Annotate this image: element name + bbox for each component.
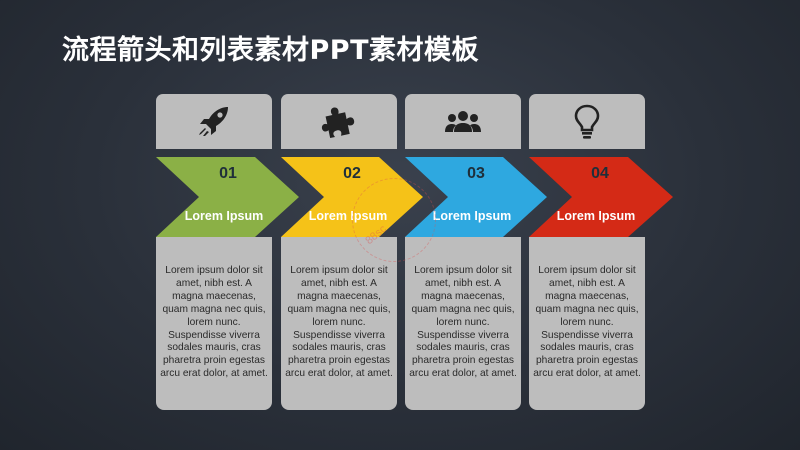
step-1-icon-box bbox=[156, 94, 272, 149]
step-4-arrow bbox=[529, 157, 673, 237]
step-2-description-box: Lorem ipsum dolor sit amet, nibh est. A … bbox=[281, 237, 397, 410]
step-1-label: Lorem Ipsum bbox=[184, 209, 264, 223]
step-3-label: Lorem Ipsum bbox=[432, 209, 512, 223]
step-2-arrow bbox=[281, 157, 423, 237]
step-2-label: Lorem Ipsum bbox=[308, 209, 388, 223]
step-3-description: Lorem ipsum dolor sit amet, nibh est. A … bbox=[409, 265, 517, 380]
lightbulb-icon bbox=[574, 104, 600, 139]
step-1-description: Lorem ipsum dolor sit amet, nibh est. A … bbox=[160, 265, 268, 380]
step-2-icon-box bbox=[281, 94, 397, 149]
page-title: 流程箭头和列表素材PPT素材模板 bbox=[62, 35, 479, 66]
step-3-description-box: Lorem ipsum dolor sit amet, nibh est. A … bbox=[405, 237, 521, 410]
step-3-icon-box bbox=[405, 94, 521, 149]
step-4-icon-box bbox=[529, 94, 645, 149]
step-4-description-box: Lorem ipsum dolor sit amet, nibh est. A … bbox=[529, 237, 645, 410]
step-4-label: Lorem Ipsum bbox=[556, 209, 636, 223]
step-2-description: Lorem ipsum dolor sit amet, nibh est. A … bbox=[285, 265, 393, 380]
step-4-number: 04 bbox=[591, 165, 609, 182]
people-icon bbox=[445, 110, 481, 132]
step-1-description-box: Lorem ipsum dolor sit amet, nibh est. A … bbox=[156, 237, 272, 410]
step-3-arrow bbox=[405, 157, 547, 237]
step-1-number: 01 bbox=[219, 165, 237, 182]
step-4-description: Lorem ipsum dolor sit amet, nibh est. A … bbox=[533, 265, 641, 380]
step-3-number: 03 bbox=[467, 165, 485, 182]
puzzle-icon bbox=[321, 106, 355, 138]
rocket-icon bbox=[199, 106, 228, 136]
step-1-arrow bbox=[156, 157, 299, 237]
step-2-number: 02 bbox=[343, 165, 361, 182]
